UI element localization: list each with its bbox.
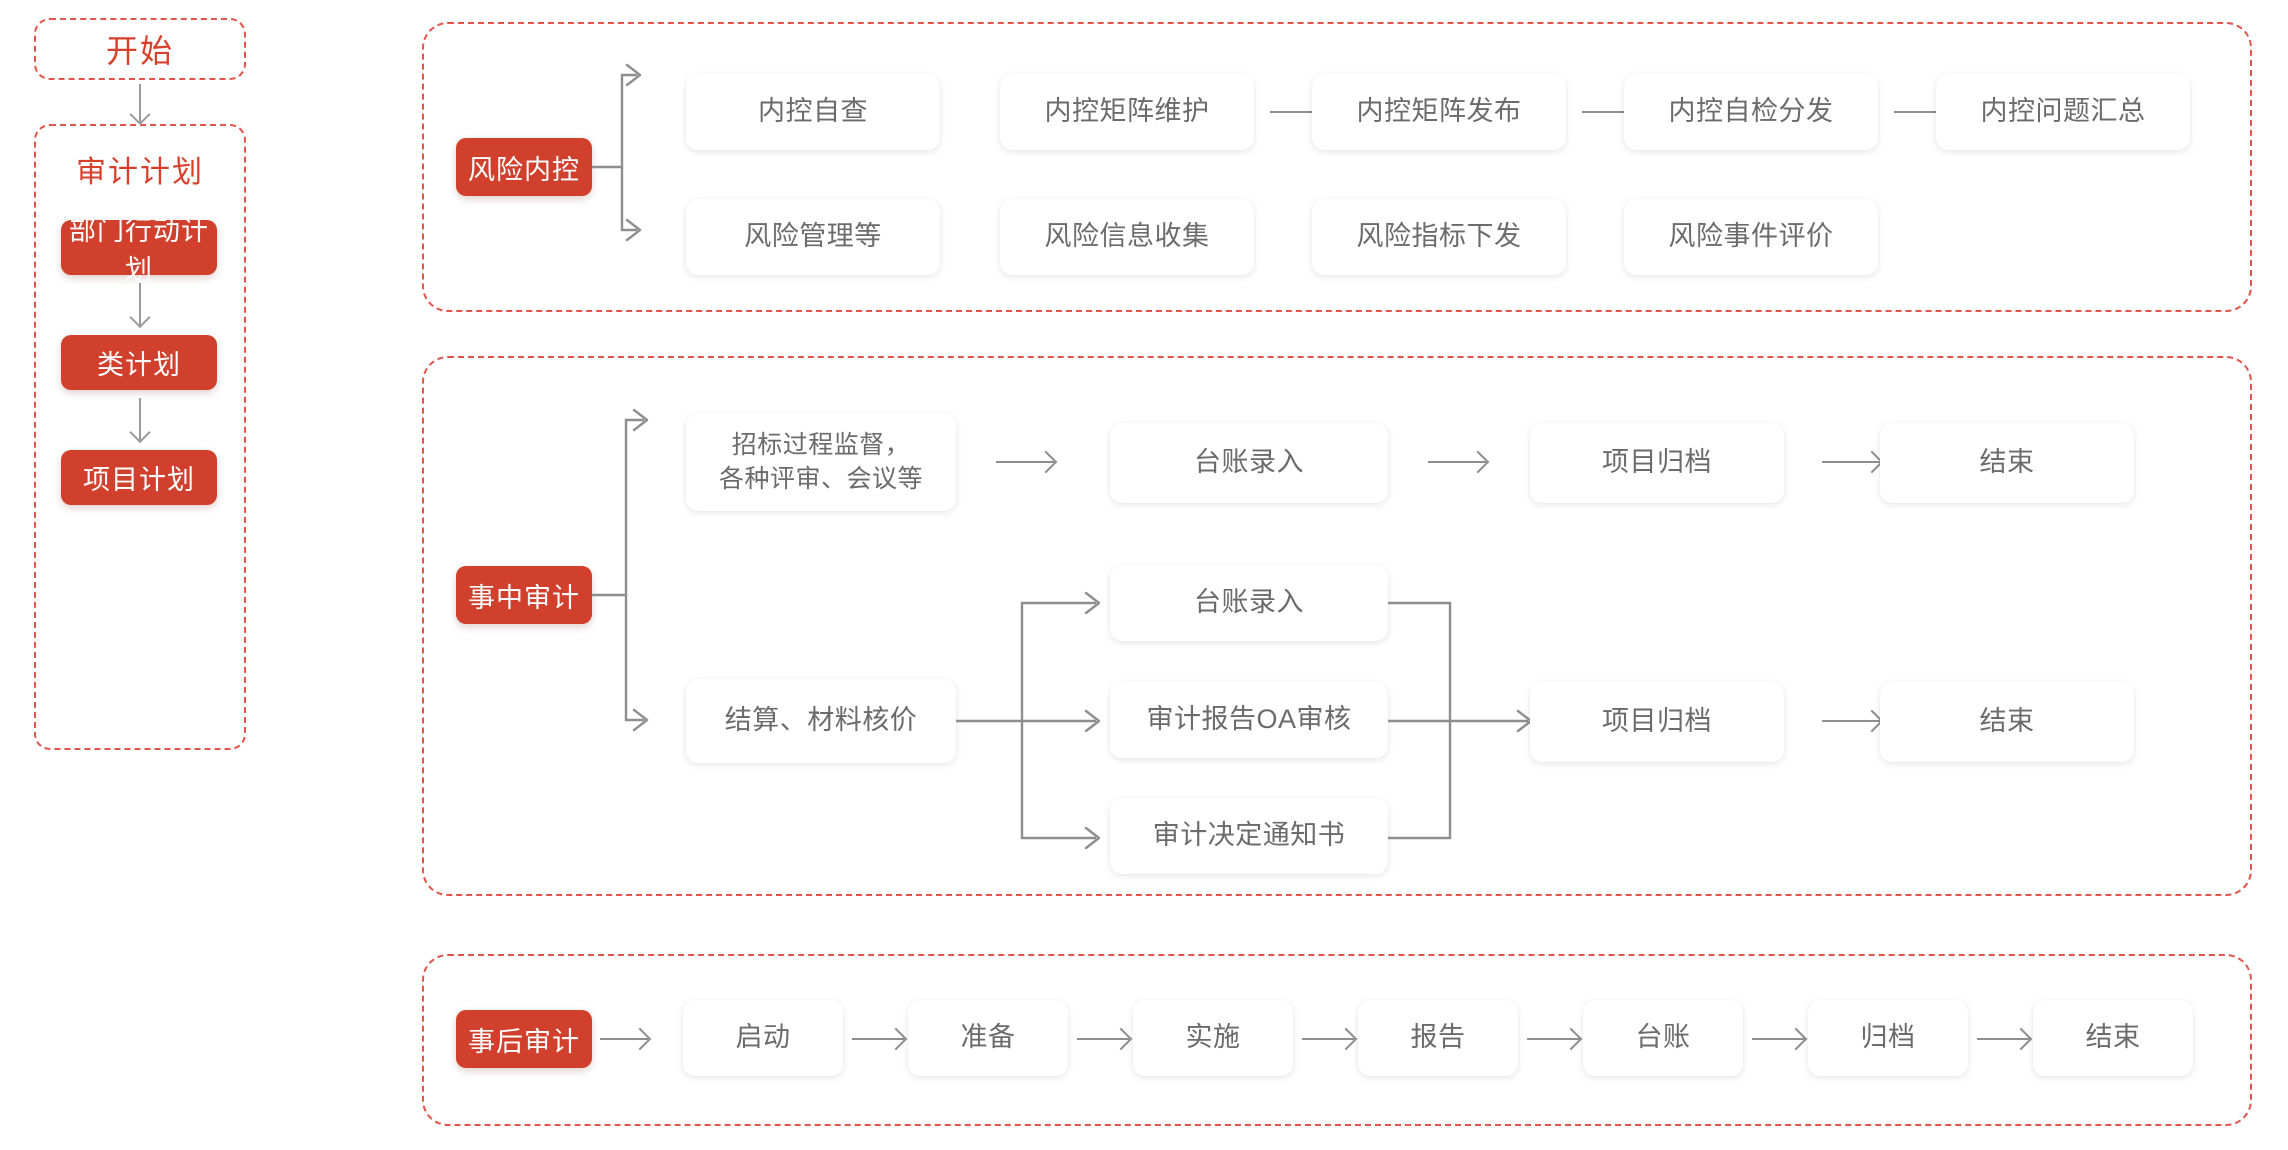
- node-end-bottom[interactable]: 结束: [1880, 682, 2134, 762]
- panel-tag-post-audit[interactable]: 事后审计: [456, 1010, 592, 1068]
- plan-step-project-plan[interactable]: 项目计划: [61, 450, 217, 505]
- node-internal-control-matrix-publish[interactable]: 内控矩阵发布: [1312, 74, 1566, 150]
- node-post-implement[interactable]: 实施: [1133, 1000, 1293, 1076]
- node-internal-control-self-check[interactable]: 内控自查: [686, 74, 940, 150]
- arrow-matrix-publish-to-distribute: [1582, 111, 1640, 113]
- node-post-start[interactable]: 启动: [683, 1000, 843, 1076]
- node-internal-control-self-check-distribute[interactable]: 内控自检分发: [1624, 74, 1878, 150]
- arrow-project-archive-to-end-top: [1822, 461, 1880, 463]
- node-risk-management-etc[interactable]: 风险管理等: [686, 199, 940, 275]
- node-audit-decision-notice[interactable]: 审计决定通知书: [1110, 798, 1388, 874]
- audit-plan-title: 审计计划: [76, 156, 204, 189]
- arrow-start-to-plan: [139, 84, 141, 122]
- node-post-archive[interactable]: 归档: [1808, 1000, 1968, 1076]
- node-internal-control-matrix-maintenance[interactable]: 内控矩阵维护: [1000, 74, 1254, 150]
- node-risk-indicator-issue[interactable]: 风险指标下发: [1312, 199, 1566, 275]
- arrow-archive-to-end: [1977, 1038, 2029, 1040]
- node-post-ledger[interactable]: 台账: [1583, 1000, 1743, 1076]
- arrow-matrix-maintenance-to-publish: [1270, 111, 1328, 113]
- node-post-end[interactable]: 结束: [2033, 1000, 2193, 1076]
- arrow-implement-to-report: [1302, 1038, 1354, 1040]
- panel-tag-risk-internal-control[interactable]: 风险内控: [456, 138, 592, 196]
- node-ledger-entry-parallel[interactable]: 台账录入: [1110, 565, 1388, 641]
- plan-step-class-plan[interactable]: 类计划: [61, 335, 217, 390]
- arrow-plan-step-1-2: [139, 283, 141, 325]
- node-project-archive-bottom[interactable]: 项目归档: [1530, 682, 1784, 762]
- arrow-report-to-ledger: [1527, 1038, 1579, 1040]
- node-settlement-material-pricing[interactable]: 结算、材料核价: [686, 679, 956, 763]
- node-audit-report-oa-review[interactable]: 审计报告OA审核: [1110, 682, 1388, 758]
- arrow-supervision-to-ledger-entry: [996, 461, 1054, 463]
- plan-step-department-action[interactable]: 部门行动计划: [61, 216, 217, 285]
- arrow-distribute-to-issue-summary: [1894, 111, 1952, 113]
- node-post-prepare[interactable]: 准备: [908, 1000, 1068, 1076]
- start-box: [34, 18, 246, 80]
- node-internal-control-issue-summary[interactable]: 内控问题汇总: [1936, 74, 2190, 150]
- node-end-top[interactable]: 结束: [1880, 423, 2134, 503]
- start-box-label: 开始: [105, 33, 174, 69]
- node-bid-process-supervision[interactable]: 招标过程监督， 各种评审、会议等: [686, 413, 956, 511]
- arrow-project-archive-to-end-bottom: [1822, 720, 1880, 722]
- arrow-post-audit-to-start: [600, 1038, 648, 1040]
- node-risk-event-evaluation[interactable]: 风险事件评价: [1624, 199, 1878, 275]
- arrow-start-to-prepare: [852, 1038, 904, 1040]
- node-post-report[interactable]: 报告: [1358, 1000, 1518, 1076]
- arrow-plan-step-2-3: [139, 398, 141, 440]
- node-ledger-entry-top[interactable]: 台账录入: [1110, 423, 1388, 503]
- arrow-prepare-to-implement: [1077, 1038, 1129, 1040]
- panel-tag-during-audit[interactable]: 事中审计: [456, 566, 592, 624]
- arrow-ledger-to-archive: [1752, 1038, 1804, 1040]
- node-risk-info-collection[interactable]: 风险信息收集: [1000, 199, 1254, 275]
- node-project-archive-top[interactable]: 项目归档: [1530, 423, 1784, 503]
- arrow-ledger-to-project-archive-top: [1428, 461, 1486, 463]
